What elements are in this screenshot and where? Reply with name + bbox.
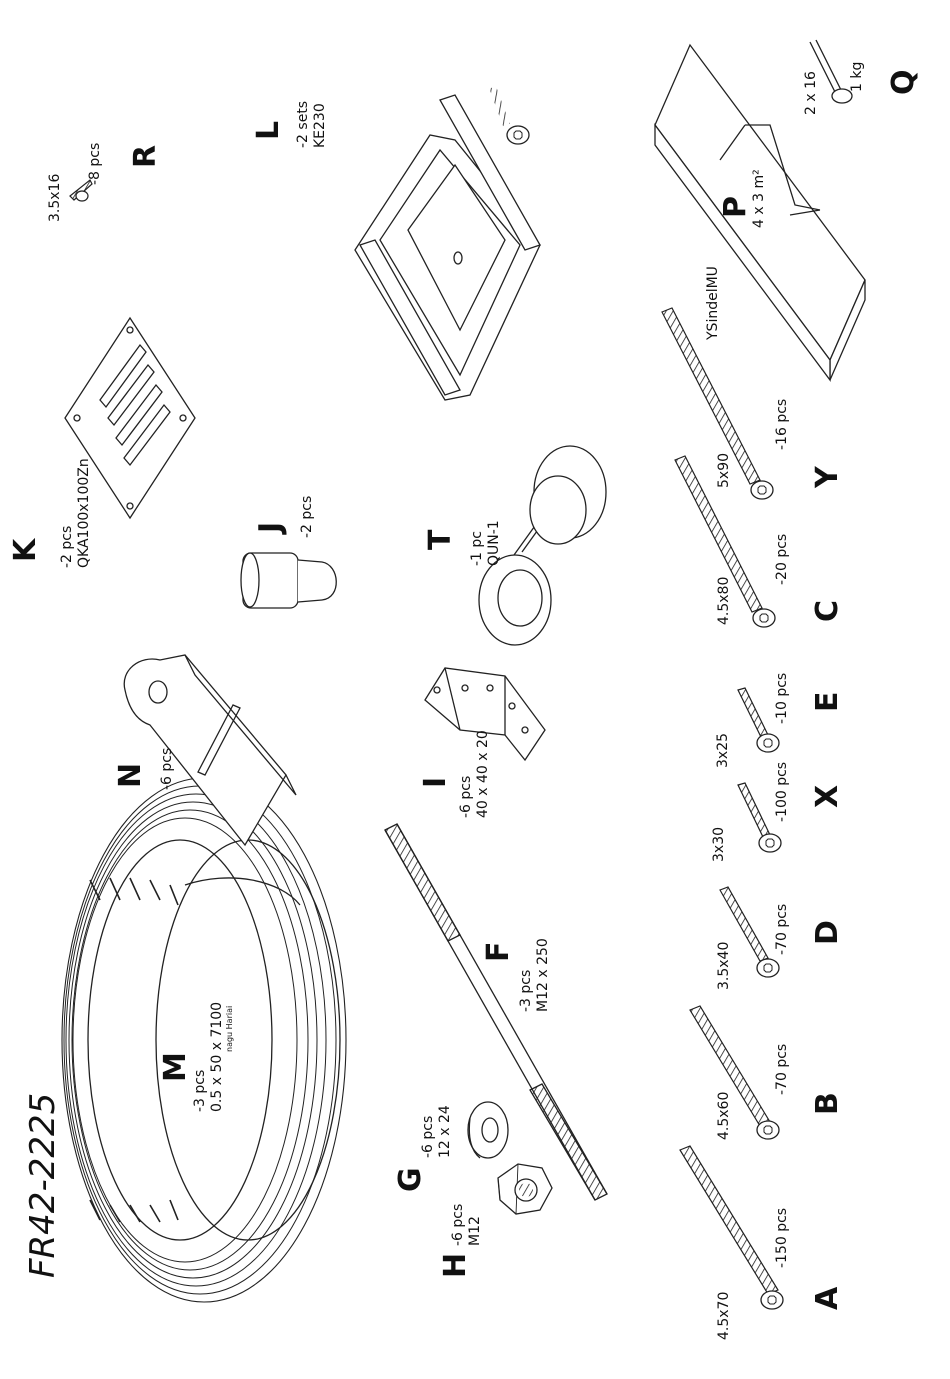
- item-size-r: 3.5x16: [47, 173, 63, 222]
- screw-c-drawing: [675, 456, 776, 628]
- screw-y-drawing: [662, 308, 774, 500]
- item-letter-l: L: [251, 120, 286, 140]
- screw-e-drawing: [738, 688, 780, 753]
- shingle-package-drawing: [655, 45, 865, 380]
- item-qty-k: -2 pcs: [59, 525, 75, 568]
- item-size-p: 4 x 3 m²: [751, 169, 767, 228]
- item-size-i: 40 x 40 x 20: [475, 730, 491, 818]
- item-letter-f: F: [481, 941, 516, 963]
- item-qty-c: -20 pcs: [774, 533, 790, 585]
- item-size-q: 2 x 16: [803, 71, 819, 115]
- threaded-rod-drawing: [385, 824, 607, 1200]
- item-letter-g: G: [393, 1167, 428, 1192]
- item-brand-p: YSindelMU: [705, 266, 721, 340]
- item-letter-x: X: [810, 784, 845, 808]
- item-qty-m: -3 pcs: [192, 1069, 208, 1112]
- model-code: FR42-2225: [23, 1092, 63, 1278]
- item-letter-m: M: [158, 1052, 193, 1082]
- item-letter-a: A: [810, 1286, 845, 1310]
- item-code-k: QKA100x100Zn: [76, 458, 92, 568]
- item-letter-n: N: [113, 762, 148, 788]
- item-qty-a: -150 pcs: [774, 1207, 790, 1268]
- item-size-y: 5x90: [716, 452, 732, 488]
- item-size-f: M12 x 250: [535, 938, 551, 1012]
- item-size-b: 4.5x60: [716, 1091, 732, 1140]
- item-qty-e: -10 pcs: [774, 672, 790, 724]
- item-qty-t: -1 pc: [469, 531, 485, 566]
- strap-coil-drawing: [62, 778, 346, 1302]
- hex-nut-drawing: [498, 1164, 552, 1214]
- item-size-e: 3x25: [715, 732, 731, 768]
- item-qty-l: -2 sets: [295, 100, 311, 148]
- item-letter-q: Q: [886, 69, 921, 95]
- item-qty-n: -6 pcs: [159, 747, 175, 790]
- item-letter-e: E: [810, 691, 845, 713]
- item-qty-b: -70 pcs: [774, 1043, 790, 1095]
- item-size-m: 0.5 x 50 x 7100: [209, 1001, 225, 1112]
- item-qty-d: -70 pcs: [774, 903, 790, 955]
- item-code-l: KE230: [312, 103, 328, 148]
- item-qty-i: -6 pcs: [458, 775, 474, 818]
- hole-bracket-drawing: [124, 655, 296, 845]
- screw-small-drawing: [489, 86, 530, 145]
- item-letter-k: K: [8, 538, 43, 562]
- item-letter-c: C: [810, 599, 845, 622]
- item-letter-d: D: [810, 920, 845, 945]
- item-size-x: 3x30: [711, 826, 727, 862]
- end-cap-drawing: [241, 553, 336, 608]
- item-letter-i: I: [418, 776, 453, 788]
- item-size-a: 4.5x70: [716, 1291, 732, 1340]
- item-letter-p: P: [718, 196, 753, 218]
- vent-grille-drawing: [65, 318, 195, 518]
- item-qty-h: -6 pcs: [450, 1203, 466, 1246]
- item-letter-j: J: [253, 521, 288, 533]
- item-letter-r: R: [128, 144, 163, 168]
- screw-d-drawing: [720, 887, 780, 978]
- nail-drawing: [810, 40, 852, 103]
- item-letter-h: H: [438, 1252, 473, 1278]
- angle-bracket-drawing: [425, 668, 545, 760]
- frame-kit-drawing: [355, 95, 540, 400]
- item-letter-b: B: [810, 1092, 845, 1115]
- item-size-h: M12: [467, 1216, 483, 1246]
- item-qty-j: -2 pcs: [299, 495, 315, 538]
- item-letter-y: Y: [810, 466, 845, 488]
- item-qty-r: -8 pcs: [87, 142, 103, 185]
- item-size-c: 4.5x80: [716, 576, 732, 625]
- door-knob-drawing: [479, 446, 606, 645]
- item-qty-f: -3 pcs: [518, 969, 534, 1012]
- screw-a-drawing: [680, 1146, 784, 1310]
- item-size-d: 3.5x40: [716, 941, 732, 990]
- item-qty-q: 1 kg: [849, 61, 865, 92]
- item-qty-g: -6 pcs: [420, 1115, 436, 1158]
- tiny-screw-drawing: [70, 180, 92, 201]
- item-note-m: nagu Hariai: [225, 1005, 234, 1052]
- item-qty-x: -100 pcs: [774, 761, 790, 822]
- item-qty-y: -16 pcs: [774, 398, 790, 450]
- item-letter-t: T: [423, 529, 458, 550]
- screw-x-drawing: [738, 783, 782, 853]
- screw-b-drawing: [690, 1006, 780, 1140]
- washer-drawing: [468, 1102, 508, 1158]
- item-size-g: 12 x 24: [437, 1105, 453, 1158]
- item-code-t: QUN-1: [486, 520, 502, 566]
